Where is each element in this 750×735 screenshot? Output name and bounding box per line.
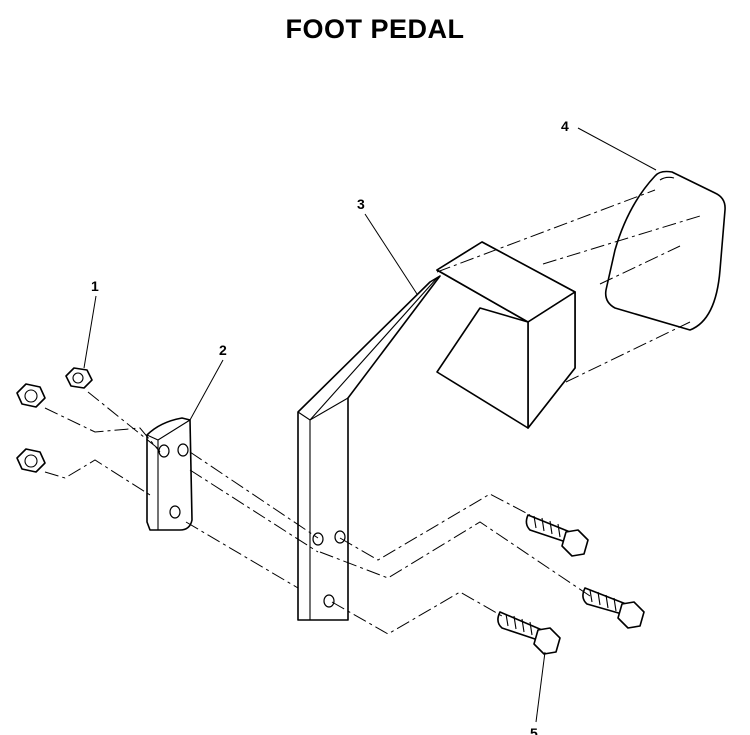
part-5-bolt-top [525,514,589,557]
part-3-pedal-arm [297,241,576,621]
part-5-bolt-middle [582,587,645,629]
callout-4: 4 [561,118,569,134]
leader-lines [83,127,657,723]
callout-5: 5 [530,725,538,735]
part-4-pedal-pad [604,170,726,331]
callout-1: 1 [91,278,99,294]
part-1-nut-middle [16,383,46,408]
part-5-bolt-bottom [497,611,561,655]
part-1-nut-top [65,367,93,389]
page-title: FOOT PEDAL [285,14,465,44]
part-2-backing-plate [146,417,193,531]
callout-3: 3 [357,196,365,212]
alignment-lines [44,189,701,635]
callout-2: 2 [219,342,227,358]
part-1-nut-bottom [16,448,46,473]
